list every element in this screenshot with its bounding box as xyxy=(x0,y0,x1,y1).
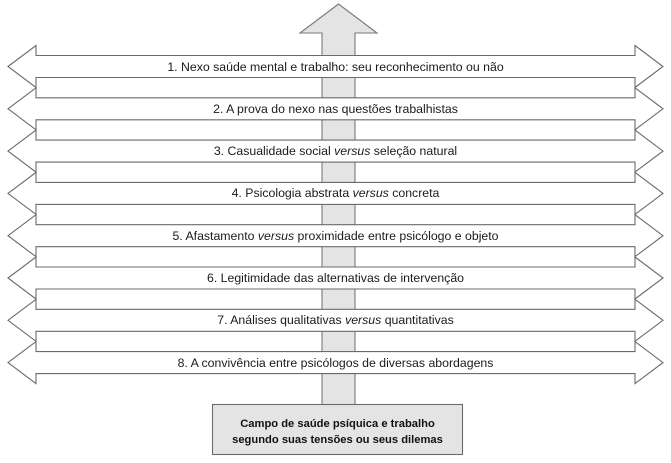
tension-arrow-8[interactable] xyxy=(7,340,664,385)
tension-arrow-6[interactable] xyxy=(7,255,664,301)
tension-arrow-2[interactable] xyxy=(7,86,664,131)
tension-arrow-4[interactable] xyxy=(7,171,664,216)
outcome-box[interactable] xyxy=(211,403,464,456)
tension-arrow-5[interactable] xyxy=(7,213,664,258)
tension-arrow-7[interactable] xyxy=(7,298,664,343)
tension-arrow-3[interactable] xyxy=(7,129,664,174)
tension-arrow-1[interactable] xyxy=(7,44,664,89)
tension-arrows-group xyxy=(7,44,664,385)
